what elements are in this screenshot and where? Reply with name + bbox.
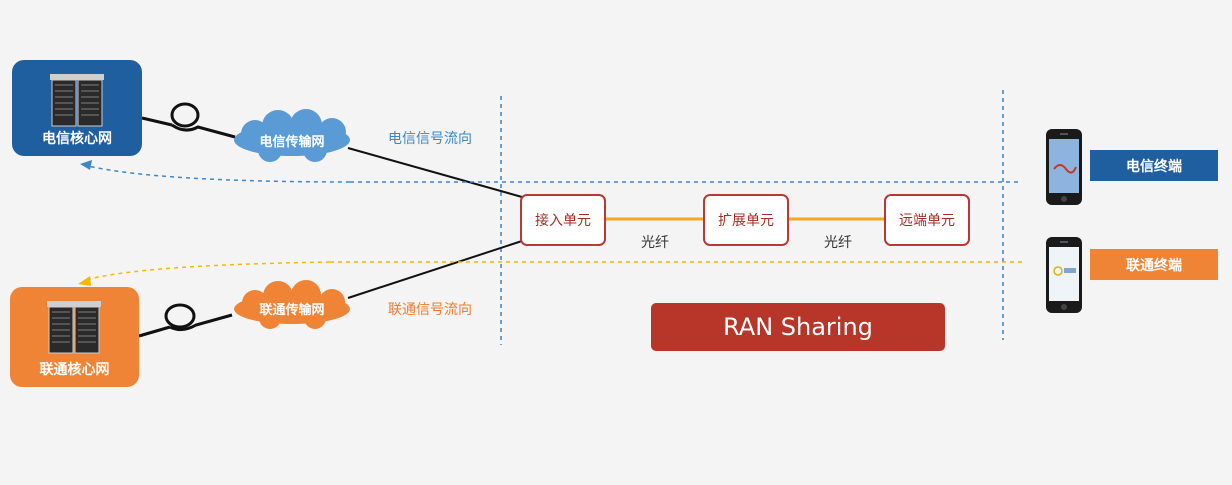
unicom-flow-curve bbox=[85, 261, 331, 281]
server-rack-icon bbox=[47, 301, 101, 354]
telecom-fiber-line-2 bbox=[171, 123, 236, 139]
telecom-fiber-loop bbox=[170, 102, 200, 128]
access-unit: 接入单元 bbox=[520, 194, 606, 246]
unicom-core-network: 联通核心网 bbox=[10, 287, 139, 387]
unicom-fiber-line bbox=[138, 325, 171, 338]
server-rack-icon bbox=[50, 74, 104, 127]
telecom-signal-flow-label: 电信信号流向 bbox=[388, 131, 472, 147]
unicom-cloud bbox=[234, 280, 350, 329]
telecom-flow-arrow bbox=[80, 160, 92, 170]
fiber-label-2: 光纤 bbox=[824, 235, 852, 251]
unicom-core-label: 联通核心网 bbox=[39, 362, 110, 378]
unicom-trunk-line bbox=[347, 240, 523, 299]
unicom-fiber-loop bbox=[164, 303, 196, 329]
unicom-flow-arrow bbox=[78, 276, 91, 286]
telecom-flow-curve bbox=[87, 165, 351, 183]
telecom-fiber-line bbox=[141, 116, 173, 127]
telecom-cloud bbox=[234, 109, 350, 162]
telecom-transport-label: 电信传输网 bbox=[259, 135, 325, 150]
telecom-terminal-label: 电信终端 bbox=[1090, 150, 1218, 181]
telecom-core-label: 电信核心网 bbox=[42, 131, 112, 147]
remote-unit: 远端单元 bbox=[884, 194, 970, 246]
ran-sharing-banner: RAN Sharing bbox=[651, 303, 945, 351]
expansion-unit: 扩展单元 bbox=[703, 194, 789, 246]
telecom-phone-icon bbox=[1046, 129, 1082, 205]
unicom-terminal-label: 联通终端 bbox=[1090, 249, 1218, 280]
telecom-core-network: 电信核心网 bbox=[12, 60, 142, 156]
unicom-phone-icon bbox=[1046, 237, 1082, 313]
fiber-label-1: 光纤 bbox=[641, 235, 669, 251]
telecom-trunk-line bbox=[347, 147, 523, 198]
unicom-signal-flow-label: 联通信号流向 bbox=[388, 302, 472, 318]
unicom-fiber-line-2 bbox=[169, 313, 233, 332]
unicom-transport-label: 联通传输网 bbox=[259, 303, 325, 318]
